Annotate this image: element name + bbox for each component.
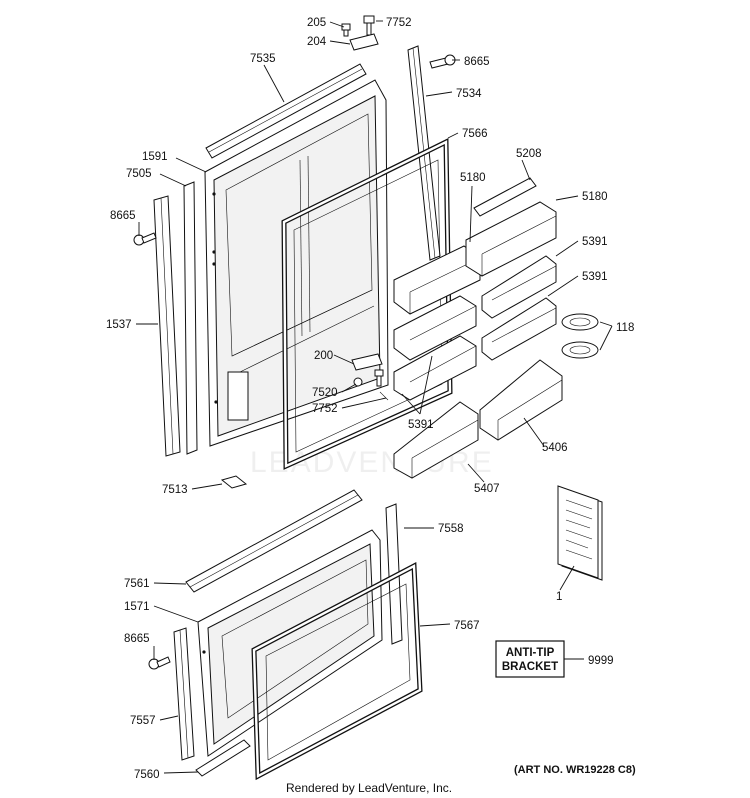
part-8665-screw-top — [429, 54, 456, 69]
part-7752-pin — [379, 391, 389, 401]
label-7752-top: 7752 — [386, 17, 412, 29]
label-200: 200 — [314, 350, 333, 362]
part-7513-shim — [220, 475, 248, 489]
label-8665-top: 8665 — [464, 56, 490, 68]
leader-lines — [136, 20, 613, 774]
label-8665-lower: 8665 — [124, 633, 150, 645]
part-5391-shelf-left-upper — [393, 295, 477, 361]
anti-tip-line1: ANTI-TIP — [506, 647, 555, 659]
label-7557: 7557 — [130, 715, 156, 727]
part-8665-screw-lower — [148, 656, 171, 670]
label-7560: 7560 — [134, 769, 160, 781]
part-5391-shelf-right-upper — [481, 255, 557, 319]
art-number: (ART NO. WR19228 C8) — [514, 764, 636, 776]
label-7535: 7535 — [250, 53, 276, 65]
part-7535-top-trim — [205, 63, 367, 159]
label-1537: 1537 — [106, 319, 132, 331]
part-7505-strip — [183, 181, 198, 455]
part-7567-lower-gasket — [251, 561, 423, 781]
label-204: 204 — [307, 36, 327, 48]
part-5391-shelf-right-lower — [481, 297, 557, 361]
label-7567: 7567 — [454, 620, 480, 632]
label-9999: 9999 — [588, 655, 614, 667]
part-5407-bin — [393, 401, 479, 479]
label-7561: 7561 — [124, 578, 150, 590]
part-7560-bottom-strip — [195, 739, 251, 777]
label-5407: 5407 — [474, 483, 500, 495]
label-1571: 1571 — [124, 601, 150, 613]
label-1591: 1591 — [142, 151, 168, 163]
part-7752-screw-mid — [374, 369, 384, 387]
part-5391-shelf-left-lower — [393, 335, 477, 401]
part-labels: 205 7752 204 8665 7535 7534 7566 1591 75… — [106, 17, 634, 781]
rendered-by: Rendered by LeadVenture, Inc. — [286, 781, 452, 795]
part-5180-bin-b — [465, 201, 557, 277]
label-5180-a: 5180 — [460, 172, 486, 184]
label-5391-c: 5391 — [408, 419, 434, 431]
part-1537-handle — [153, 195, 181, 457]
label-8665-left: 8665 — [110, 210, 136, 222]
part-204-hinge — [349, 33, 379, 51]
label-7505: 7505 — [126, 168, 152, 180]
part-200-bracket — [351, 353, 383, 371]
part-205-screw — [341, 23, 351, 37]
label-5180-b: 5180 — [582, 191, 608, 203]
part-1571-lower-door — [197, 529, 383, 757]
part-7557-handle — [173, 627, 195, 761]
label-7534: 7534 — [456, 88, 482, 100]
label-118: 118 — [616, 322, 634, 334]
label-7558: 7558 — [438, 523, 464, 535]
label-7566: 7566 — [462, 128, 488, 140]
part-5208-rail — [473, 177, 537, 217]
label-1: 1 — [556, 591, 562, 603]
label-7752-mid: 7752 — [312, 403, 338, 415]
anti-tip-bracket-box: ANTI-TIP BRACKET — [495, 640, 565, 678]
label-7520: 7520 — [312, 387, 338, 399]
part-1-manual — [557, 485, 603, 581]
part-8665-screw-left — [133, 232, 157, 246]
label-5208: 5208 — [516, 148, 542, 160]
part-118-cup-b — [561, 341, 599, 359]
part-5406-bin — [479, 359, 563, 441]
part-1591-upper-door — [204, 79, 389, 447]
label-5406: 5406 — [542, 442, 568, 454]
label-5391-a: 5391 — [582, 236, 608, 248]
label-205: 205 — [307, 17, 326, 29]
part-7752-screw-top — [363, 15, 375, 36]
part-118-cup-a — [561, 313, 599, 331]
label-5391-b: 5391 — [582, 271, 608, 283]
label-7513: 7513 — [162, 484, 188, 496]
anti-tip-line2: BRACKET — [502, 661, 558, 673]
